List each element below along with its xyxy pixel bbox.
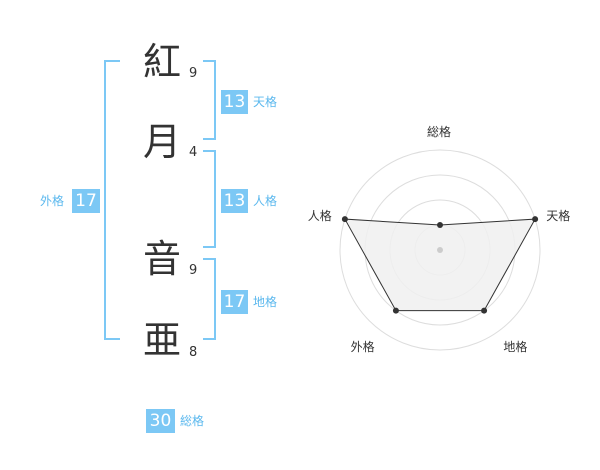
radar-point-1 bbox=[532, 216, 539, 223]
stroke-count-3: 9 bbox=[189, 263, 198, 278]
stroke-count-1: 9 bbox=[189, 66, 198, 81]
radar-axis-label-chikaku: 地格 bbox=[503, 340, 528, 355]
radar-axis-label-jinkaku: 人格 bbox=[307, 208, 332, 223]
jinkaku-value: 13 bbox=[221, 189, 248, 213]
radar-point-4 bbox=[341, 216, 348, 223]
name-char-4: 亜 bbox=[142, 318, 181, 362]
chikaku-label: 地格 bbox=[253, 295, 278, 309]
tenkaku-label: 天格 bbox=[253, 95, 278, 109]
jinkaku-label: 人格 bbox=[253, 194, 278, 208]
name-char-2: 月 bbox=[142, 120, 181, 164]
soukaku-value: 30 bbox=[146, 409, 175, 433]
radar-axis-label-tenkaku: 天格 bbox=[546, 208, 571, 223]
soukaku-label: 総格 bbox=[180, 414, 205, 428]
radar-axis-label-gaikaku: 外格 bbox=[350, 340, 375, 355]
radar-center bbox=[437, 247, 443, 253]
stroke-count-2: 4 bbox=[189, 145, 198, 160]
gaikaku-bracket bbox=[104, 60, 120, 340]
radar-axis-label-soukaku: 総格 bbox=[427, 125, 452, 139]
gaikaku-value: 17 bbox=[72, 189, 100, 213]
jinkaku-bracket bbox=[203, 150, 216, 248]
gaikaku-label: 外格 bbox=[40, 194, 65, 208]
tenkaku-value: 13 bbox=[221, 90, 248, 114]
radar-point-0 bbox=[437, 222, 443, 228]
radar-point-2 bbox=[481, 307, 488, 314]
radar-series-area bbox=[344, 218, 536, 312]
radar-point-3 bbox=[392, 307, 399, 314]
chikaku-bracket bbox=[203, 258, 216, 340]
name-char-1: 紅 bbox=[142, 40, 181, 84]
tenkaku-bracket bbox=[203, 60, 216, 140]
stroke-count-4: 8 bbox=[189, 345, 198, 360]
name-char-3: 音 bbox=[142, 237, 181, 281]
radar-ring bbox=[339, 149, 541, 351]
chikaku-value: 17 bbox=[221, 290, 248, 314]
